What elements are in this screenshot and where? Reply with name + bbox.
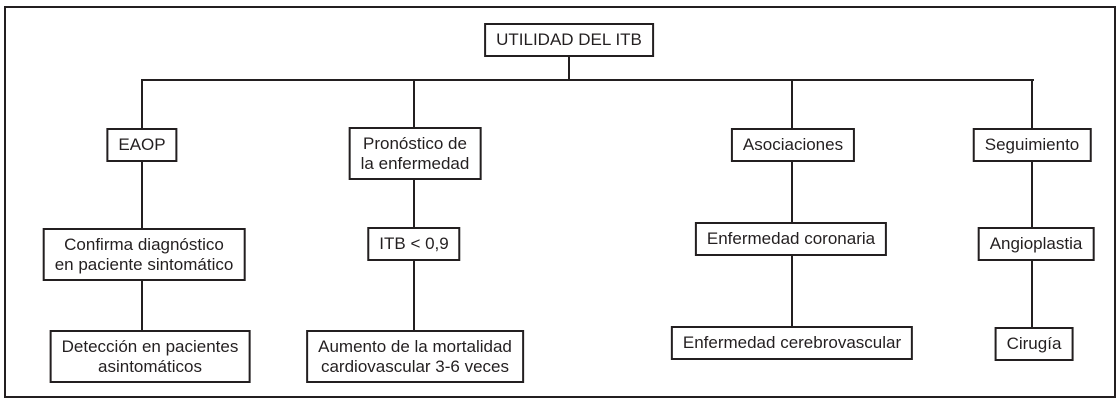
- node-deteccion-asintomaticos: Detección en pacientes asintomáticos: [49, 330, 251, 384]
- node-root-title: UTILIDAD DEL ITB: [484, 23, 654, 57]
- connector-col1-mid-to-leaf: [141, 279, 143, 330]
- node-eaop: EAOP: [106, 128, 178, 162]
- connector-col2-header-drop: [413, 79, 415, 127]
- diagram-border: [4, 6, 1116, 398]
- connector-col2-header-to-mid: [413, 178, 415, 227]
- connector-col3-header-drop: [791, 79, 793, 128]
- node-pronostico: Pronóstico de la enfermedad: [348, 127, 482, 181]
- connector-main-horizontal: [141, 79, 1034, 81]
- node-seguimiento: Seguimiento: [972, 128, 1092, 162]
- node-itb-menor-09: ITB < 0,9: [367, 227, 461, 261]
- node-asociaciones: Asociaciones: [730, 128, 856, 162]
- connector-col4-mid-to-leaf: [1031, 259, 1033, 327]
- node-cirugia: Cirugía: [994, 327, 1074, 361]
- connector-col3-mid-to-leaf: [791, 254, 793, 326]
- node-aumento-mortalidad: Aumento de la mortalidad cardiovascular …: [306, 330, 524, 384]
- connector-col1-header-drop: [141, 79, 143, 128]
- connector-col4-header-drop: [1031, 79, 1033, 128]
- connector-col3-header-to-mid: [791, 160, 793, 222]
- node-confirma-diagnostico: Confirma diagnóstico en paciente sintomá…: [42, 228, 246, 282]
- connector-col4-header-to-mid: [1031, 160, 1033, 227]
- node-enfermedad-coronaria: Enfermedad coronaria: [694, 222, 888, 256]
- connector-col1-header-to-mid: [141, 160, 143, 228]
- node-angioplastia: Angioplastia: [977, 227, 1095, 261]
- connector-col2-mid-to-leaf: [413, 259, 415, 330]
- node-enfermedad-cerebrovascular: Enfermedad cerebrovascular: [670, 326, 914, 360]
- connector-root-drop: [568, 56, 570, 80]
